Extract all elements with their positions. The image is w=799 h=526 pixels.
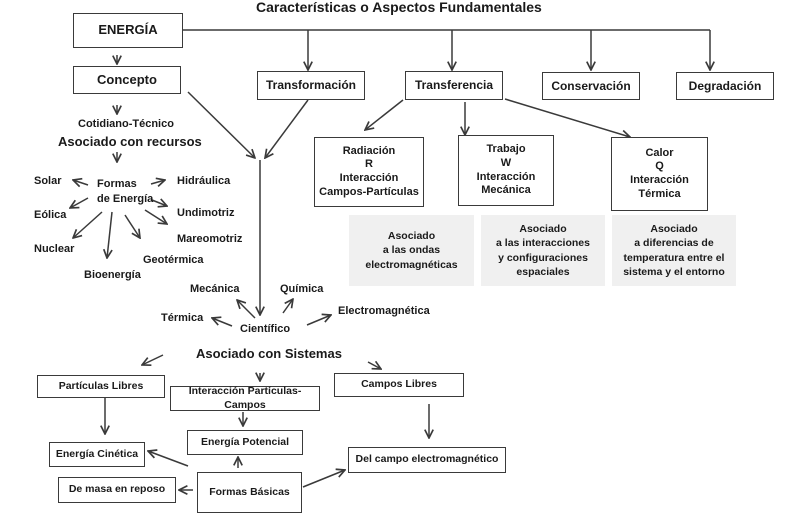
forms-of-energy-label: Formas de Energía [97, 177, 153, 207]
trabajo-note-2: a las interacciones [496, 237, 590, 250]
trabajo-note-1: Asociado [519, 223, 567, 236]
radiacion-line-3: Interacción [339, 172, 399, 184]
calor-note: Asociado a diferencias de temperatura en… [612, 215, 736, 286]
type-termica: Térmica [161, 312, 204, 324]
radiacion-node: Radiación R Interacción Campos-Partícula… [314, 137, 424, 207]
interaccion-node: Interacción Partículas-Campos [170, 385, 320, 411]
form-geotermica: Geotérmica [143, 254, 204, 266]
type-electromagnetica: Electromagnética [338, 305, 430, 317]
calor-note-2: a diferencias de [634, 237, 714, 250]
calor-note-1: Asociado [650, 223, 698, 236]
concepto-node: Concepto [73, 66, 181, 94]
systems-heading: Asociado con Sistemas [196, 346, 342, 361]
trabajo-line-1: Trabajo [486, 143, 526, 155]
energia-node: ENERGÍA [73, 13, 183, 48]
particulas-libres-node: Partículas Libres [37, 375, 165, 398]
calor-line-2: Q [655, 160, 664, 173]
resources-heading: Asociado con recursos [58, 134, 202, 149]
form-hidraulica: Hidráulica [177, 175, 231, 187]
radiacion-line-2: R [365, 158, 373, 171]
radiacion-note: Asociado a las ondas electromagnéticas [349, 215, 474, 286]
trabajo-note-4: espaciales [516, 265, 570, 278]
form-eolica: Eólica [34, 209, 67, 221]
calor-line-1: Calor [645, 146, 674, 159]
cotidiano-tecnico-label: Cotidiano-Técnico [78, 118, 174, 130]
degradacion-node: Degradación [676, 72, 774, 100]
trabajo-line-3: Interacción [476, 170, 536, 183]
trabajo-node: Trabajo W Interacción Mecánica [458, 135, 554, 206]
type-quimica: Química [280, 283, 324, 295]
calor-line-3: Interacción [630, 174, 689, 186]
masa-reposo-node: De masa en reposo [58, 477, 176, 503]
form-nuclear: Nuclear [34, 243, 75, 255]
trabajo-line-2: W [500, 156, 512, 169]
transformacion-node: Transformación [257, 71, 365, 100]
type-mecanica: Mecánica [190, 283, 240, 295]
form-bioenergia: Bioenergía [84, 269, 141, 281]
form-solar: Solar [34, 175, 62, 187]
form-undimotriz: Undimotriz [177, 207, 235, 219]
campos-libres-node: Campos Libres [334, 373, 464, 397]
calor-note-3: temperatura entre el [623, 251, 725, 264]
calor-note-4: sistema y el entorno [623, 265, 725, 278]
transferencia-node: Transferencia [405, 71, 503, 100]
radiacion-line-4: Campos-Partículas [319, 185, 419, 198]
trabajo-note-3: y configuraciones [498, 251, 588, 264]
trabajo-line-4: Mecánica [481, 184, 531, 197]
calor-line-4: Térmica [638, 187, 681, 200]
formas-basicas-node: Formas Básicas [197, 472, 302, 513]
forms-label-line2: de Energía [97, 192, 154, 205]
forms-label-line1: Formas [97, 178, 137, 190]
radiacion-note-3: electromagnéticas [365, 258, 458, 271]
radiacion-note-1: Asociado [387, 230, 436, 243]
cientifico-label: Científico [240, 323, 291, 335]
form-mareomotriz: Mareomotriz [177, 233, 243, 245]
radiacion-line-1: Radiación [342, 144, 396, 157]
energia-potencial-node: Energía Potencial [187, 430, 303, 455]
energia-cinetica-node: Energía Cinética [49, 442, 145, 467]
diagram-title: Características o Aspectos Fundamentales [256, 0, 542, 15]
trabajo-note: Asociado a las interacciones y configura… [481, 215, 605, 286]
radiacion-note-2: a las ondas [382, 244, 441, 257]
conservacion-node: Conservación [542, 72, 640, 100]
calor-node: Calor Q Interacción Térmica [611, 137, 708, 211]
campo-electromagnetico-node: Del campo electromagnético [348, 447, 506, 473]
